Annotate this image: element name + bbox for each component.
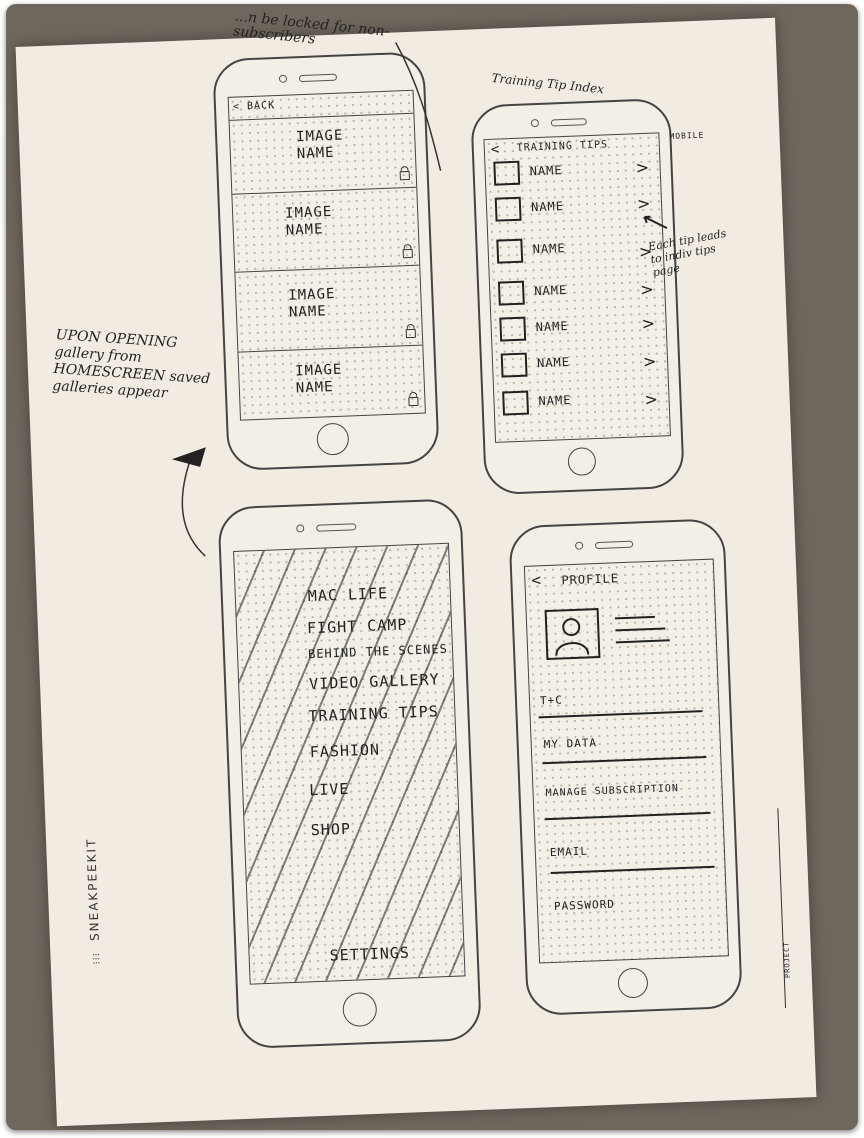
home-button[interactable] [316, 422, 350, 456]
brand-text: SNEAKPEEKIT [83, 837, 102, 942]
profile-row[interactable]: PASSWORD [553, 897, 616, 913]
camera-icon [296, 524, 305, 533]
profile-row[interactable]: T+C [539, 693, 564, 708]
tip-name[interactable]: NAME [538, 392, 572, 409]
home-button[interactable] [342, 991, 378, 1028]
gallery-item-label[interactable]: IMAGE NAME [287, 285, 336, 321]
speaker-icon [594, 540, 634, 550]
profile-row[interactable]: MY DATA [543, 736, 598, 752]
home-button[interactable] [567, 447, 597, 477]
menu-item[interactable]: SHOP [310, 819, 352, 840]
arrow-icon [643, 215, 668, 230]
tip-thumbnail [502, 390, 530, 416]
speaker-icon [550, 118, 587, 127]
grid-icon: ⁝⁝⁝ [91, 951, 103, 965]
tip-name[interactable]: NAME [530, 199, 565, 215]
menu-screen: MAC LIFE FIGHT CAMP BEHIND THE SCENES VI… [233, 542, 466, 985]
screen-title: PROFILE [561, 571, 620, 588]
chevron-right-icon[interactable]: > [636, 193, 651, 214]
training-index-title: Training Tip Index [490, 70, 605, 97]
phone-profile: < PROFILE T+C MY DATA MANAGE SUBSCRIPTIO… [508, 518, 743, 1017]
gallery-note: UPON OPENING gallery from HOMESCREEN sav… [51, 327, 211, 402]
tip-name[interactable]: NAME [535, 318, 569, 335]
phone-menu: MAC LIFE FIGHT CAMP BEHIND THE SCENES VI… [217, 498, 483, 1050]
profile-row[interactable]: MANAGE SUBSCRIPTION [545, 783, 680, 800]
gallery-item-label[interactable]: IMAGE NAME [294, 361, 343, 397]
gallery-item-label[interactable]: IMAGE NAME [295, 127, 344, 163]
gallery-item-label[interactable]: IMAGE NAME [284, 203, 333, 239]
lock-icon [402, 248, 413, 259]
camera-icon [574, 541, 584, 550]
connector-line [394, 42, 442, 171]
speaker-icon [316, 523, 357, 532]
tip-thumbnail [494, 196, 522, 222]
camera-icon [278, 74, 288, 83]
lock-icon [408, 396, 419, 407]
chevron-right-icon[interactable]: > [644, 389, 659, 410]
lock-icon [405, 328, 417, 339]
screen-title: TRAINING TIPS [516, 139, 609, 154]
settings-item[interactable]: SETTINGS [329, 943, 411, 965]
chevron-right-icon[interactable]: > [641, 313, 656, 334]
tip-thumbnail [493, 160, 521, 186]
camera-icon [530, 118, 540, 128]
tip-thumbnail [500, 352, 528, 378]
chevron-left-icon[interactable]: < [531, 570, 543, 590]
project-tag: PROJECT [782, 941, 792, 979]
speaker-icon [298, 73, 338, 83]
profile-row[interactable]: EMAIL [549, 844, 589, 860]
tip-thumbnail [499, 316, 527, 342]
photo-background: ...n be locked for non-subscribers < BAC… [6, 4, 858, 1130]
tip-thumbnail [496, 238, 524, 264]
arrow-icon [171, 447, 206, 557]
chevron-right-icon[interactable]: > [642, 351, 657, 372]
menu-item[interactable]: FASHION [309, 740, 381, 762]
chevron-right-icon[interactable]: > [635, 157, 650, 178]
brand-logo: ⁝⁝⁝ SNEAKPEEKIT [80, 837, 104, 965]
phone-training-tips: Training Tip Index < TRAINING TIPS NAME … [470, 71, 685, 496]
menu-item[interactable]: FIGHT CAMP [306, 615, 408, 638]
tip-name[interactable]: NAME [532, 241, 566, 257]
back-button[interactable]: < BACK [232, 100, 276, 113]
mobile-tag: MOBILE [669, 130, 705, 141]
home-button[interactable] [617, 967, 649, 999]
training-screen: < TRAINING TIPS NAME > NAME > NAME > NAM… [483, 132, 671, 443]
menu-item[interactable]: LIVE [308, 779, 350, 800]
sketch-paper: ...n be locked for non-subscribers < BAC… [15, 8, 817, 1127]
chevron-right-icon[interactable]: > [639, 279, 655, 300]
user-avatar-icon [544, 608, 601, 661]
profile-screen: < PROFILE T+C MY DATA MANAGE SUBSCRIPTIO… [523, 558, 729, 964]
tip-thumbnail [497, 280, 525, 306]
tip-name[interactable]: NAME [536, 354, 571, 371]
chevron-left-icon[interactable]: < [490, 141, 501, 158]
tip-name[interactable]: NAME [529, 163, 563, 179]
divider-line [777, 808, 787, 1009]
tip-name[interactable]: NAME [534, 282, 568, 299]
menu-item[interactable]: MAC LIFE [307, 584, 389, 606]
